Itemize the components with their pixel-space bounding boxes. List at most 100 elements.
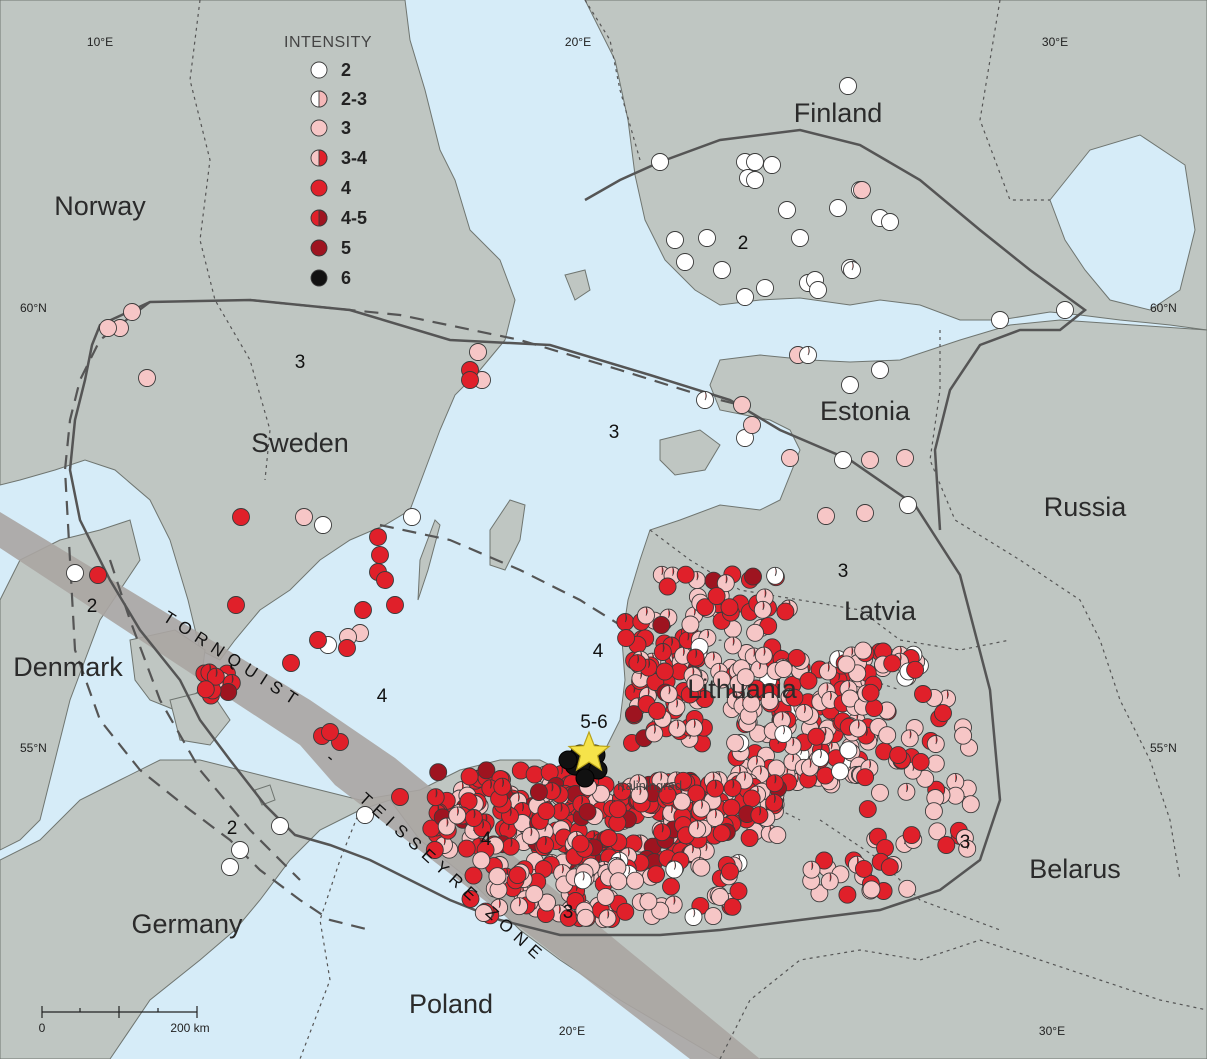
intensity-marker xyxy=(781,449,799,467)
legend-marker-3-4 xyxy=(310,149,328,167)
intensity-marker xyxy=(743,416,761,434)
intensity-marker xyxy=(659,685,678,704)
zone-label-latvia: 3 xyxy=(838,561,849,582)
intensity-marker xyxy=(841,376,859,394)
intensity-marker xyxy=(841,689,859,708)
intensity-marker xyxy=(598,909,617,928)
intensity-marker xyxy=(861,451,879,469)
intensity-marker xyxy=(599,829,618,847)
intensity-marker xyxy=(672,792,691,811)
intensity-marker xyxy=(608,800,627,819)
intensity-marker xyxy=(391,788,409,806)
intensity-marker xyxy=(795,703,814,722)
intensity-marker xyxy=(750,806,769,825)
intensity-marker xyxy=(785,688,804,707)
intensity-marker xyxy=(900,729,919,748)
intensity-marker xyxy=(712,824,731,843)
intensity-marker xyxy=(736,288,754,306)
intensity-marker xyxy=(838,885,857,904)
intensity-marker xyxy=(831,762,849,781)
intensity-marker xyxy=(698,229,716,247)
intensity-marker xyxy=(865,699,884,718)
intensity-marker xyxy=(809,281,827,299)
intensity-marker xyxy=(461,371,479,389)
intensity-marker xyxy=(706,809,725,827)
intensity-marker xyxy=(765,774,784,793)
intensity-marker xyxy=(765,793,784,812)
intensity-marker xyxy=(508,866,527,885)
intensity-marker xyxy=(685,718,703,737)
intensity-marker xyxy=(460,767,479,786)
intensity-marker xyxy=(196,680,215,699)
intensity-marker xyxy=(733,396,751,414)
intensity-marker xyxy=(897,782,916,801)
intensity-marker xyxy=(653,823,671,842)
legend-marker-6 xyxy=(310,269,328,287)
intensity-marker xyxy=(829,199,847,217)
landmass-oland xyxy=(417,519,441,601)
intensity-markers xyxy=(66,77,1074,929)
intensity-marker xyxy=(729,882,748,901)
intensity-marker xyxy=(425,841,444,859)
intensity-marker xyxy=(704,907,723,926)
intensity-marker xyxy=(763,156,781,174)
intensity-marker xyxy=(721,862,739,881)
intensity-marker xyxy=(664,895,683,914)
landmass-scandinavia xyxy=(0,0,516,661)
intensity-marker xyxy=(231,841,249,859)
intensity-marker xyxy=(99,319,117,337)
landmass-aland xyxy=(564,269,591,301)
intensity-marker xyxy=(934,704,952,723)
intensity-marker xyxy=(493,777,512,796)
intensity-marker xyxy=(576,908,595,927)
intensity-marker xyxy=(668,719,687,738)
intensity-marker xyxy=(843,261,861,279)
intensity-marker xyxy=(696,391,714,409)
intensity-marker xyxy=(692,858,711,877)
intensity-marker xyxy=(924,802,943,821)
intensity-marker xyxy=(66,564,84,582)
intensity-marker xyxy=(746,171,764,189)
isoseismal-finland xyxy=(584,128,1088,531)
intensity-marker xyxy=(426,788,445,807)
intensity-marker xyxy=(954,726,973,745)
intensity-marker xyxy=(815,851,834,870)
intensity-marker xyxy=(138,369,156,387)
intensity-marker xyxy=(666,231,684,249)
intensity-marker xyxy=(820,872,839,891)
intensity-marker xyxy=(898,879,917,898)
intensity-marker xyxy=(834,451,852,469)
intensity-marker xyxy=(472,851,491,870)
intensity-marker xyxy=(774,660,793,678)
intensity-marker xyxy=(309,631,327,649)
intensity-marker xyxy=(227,596,245,614)
legend-label-4-5: 4-5 xyxy=(341,208,367,228)
intensity-marker xyxy=(376,571,394,589)
lat-label-55n-right: 55°N xyxy=(1150,741,1177,755)
intensity-marker xyxy=(464,809,483,827)
intensity-marker xyxy=(716,574,735,593)
isoseismal-lines xyxy=(68,128,1088,937)
landmass-gotland xyxy=(489,499,526,571)
zone-label-poland-north: 4 xyxy=(481,829,492,850)
intensity-marker xyxy=(711,887,729,906)
intensity-marker xyxy=(928,822,947,841)
intensity-marker xyxy=(474,904,493,922)
intensity-marker xyxy=(713,261,731,279)
intensity-marker xyxy=(457,839,476,858)
scale-bar-start-label: 0 xyxy=(39,1021,46,1035)
zone-label-finland: 2 xyxy=(738,233,749,254)
intensity-marker xyxy=(571,834,590,853)
landmass-estonia-islands xyxy=(659,429,721,476)
intensity-marker xyxy=(899,496,917,514)
intensity-marker xyxy=(946,772,965,791)
country-borders xyxy=(189,0,1207,1059)
intensity-marker xyxy=(684,908,703,926)
intensity-marker xyxy=(321,723,339,741)
intensity-marker xyxy=(856,768,875,787)
intensity-marker xyxy=(647,865,666,884)
intensity-marker xyxy=(525,765,544,784)
intensity-marker xyxy=(89,566,107,584)
intensity-marker xyxy=(871,783,889,802)
intensity-marker xyxy=(853,181,871,199)
